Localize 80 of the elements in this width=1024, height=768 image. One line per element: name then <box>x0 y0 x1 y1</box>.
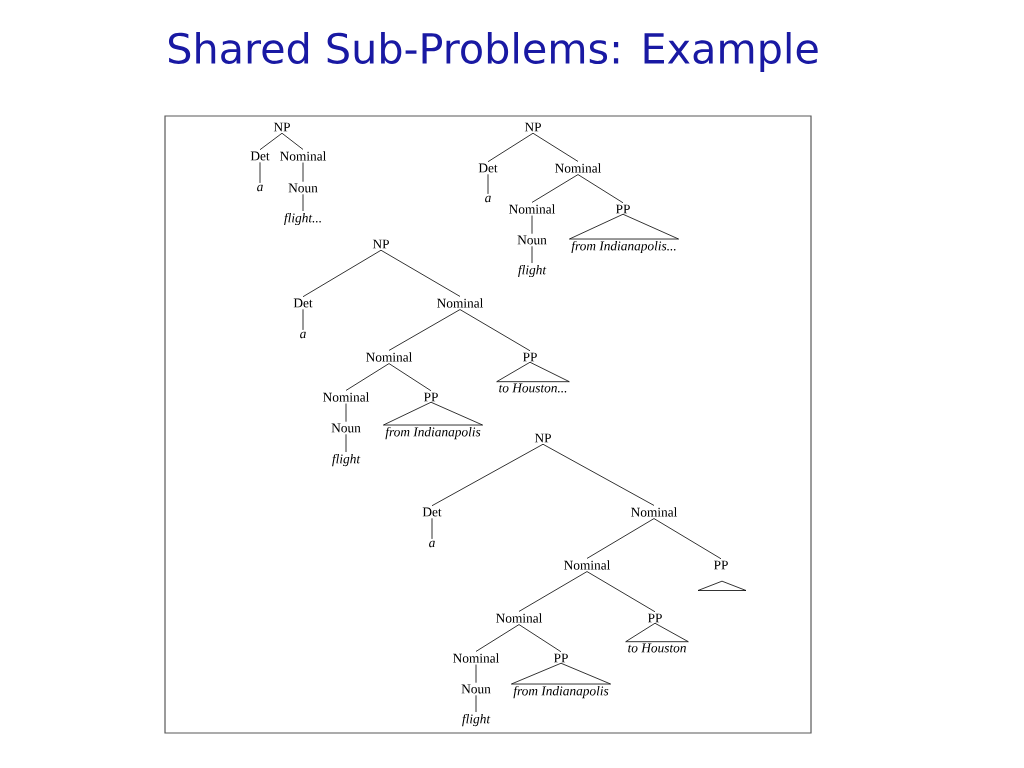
tree-branch <box>531 245 533 264</box>
category-label: PP <box>522 352 537 362</box>
category-label: Nominal <box>323 392 370 402</box>
category-label: Nominal <box>509 204 556 214</box>
tree-branch <box>532 132 579 162</box>
tree-branch <box>259 161 261 184</box>
word-label: to Houston... <box>499 383 567 393</box>
tree-branch <box>431 443 544 507</box>
category-label: Noun <box>331 423 361 433</box>
word-label: from Indianapolis <box>385 426 481 440</box>
tree-branch <box>302 308 304 331</box>
tree-branch <box>345 433 347 453</box>
word-label: flight <box>518 264 547 278</box>
category-label: NP <box>372 239 389 249</box>
tree-branch <box>302 162 304 183</box>
word-label: a <box>300 331 306 339</box>
tree-branch <box>259 132 283 151</box>
word-label: flight... <box>284 212 321 226</box>
phrase-triangle <box>511 662 611 685</box>
word-label: from Indianapolis <box>513 685 609 699</box>
category-label: PP <box>615 204 630 214</box>
tree-branch <box>531 215 533 235</box>
slide-title: Shared Sub-Problems: Example <box>168 32 818 72</box>
tree-branch <box>518 571 588 612</box>
tree-branch <box>388 309 461 351</box>
word-label: from Indianapolis... <box>571 240 676 254</box>
category-label: Det <box>250 151 270 161</box>
category-label: Noun <box>288 183 318 193</box>
word-label: flight <box>332 453 361 467</box>
category-label: NP <box>534 433 551 443</box>
phrase-triangle <box>383 401 483 426</box>
phrase-triangle <box>496 361 570 383</box>
category-label: Det <box>293 298 313 308</box>
word-label: a <box>485 195 491 203</box>
tree-branch <box>586 571 656 613</box>
phrase-triangle <box>697 580 747 591</box>
category-label: Det <box>478 163 498 173</box>
tree-branch <box>475 694 477 713</box>
category-label: NP <box>273 122 290 132</box>
tree-branch <box>531 174 579 203</box>
category-label: Nominal <box>366 352 413 362</box>
category-label: Nominal <box>631 507 678 517</box>
tree-branch <box>281 132 304 150</box>
tree-branch <box>459 309 531 352</box>
tree-branch <box>475 664 477 684</box>
category-label: Nominal <box>453 653 500 663</box>
phrase-triangle <box>625 622 689 643</box>
category-label: Noun <box>517 235 547 245</box>
tree-branch <box>388 363 432 392</box>
tree-branch <box>475 624 520 652</box>
category-label: Nominal <box>564 560 611 570</box>
tree-branch <box>345 403 347 423</box>
category-label: Nominal <box>555 163 602 173</box>
tree-branch <box>653 518 722 560</box>
tree-branch <box>487 173 489 195</box>
category-label: PP <box>423 392 438 402</box>
word-label: a <box>257 184 263 192</box>
category-label: PP <box>553 653 568 663</box>
tree-branch <box>302 193 304 212</box>
category-label: Nominal <box>280 151 327 161</box>
category-label: PP <box>713 560 728 570</box>
tree-branch <box>487 132 534 163</box>
word-label: flight <box>462 713 491 727</box>
tree-branch <box>542 443 655 506</box>
tree-branch <box>586 518 655 559</box>
category-label: NP <box>524 122 541 132</box>
category-label: Nominal <box>437 298 484 308</box>
tree-branch <box>380 249 461 297</box>
word-label: a <box>429 540 435 548</box>
phrase-triangle <box>569 213 679 240</box>
category-label: Nominal <box>496 613 543 623</box>
category-label: Det <box>422 507 442 517</box>
tree-branch <box>518 624 562 653</box>
tree-branch <box>345 363 390 391</box>
tree-branch <box>431 517 433 540</box>
category-label: PP <box>647 613 662 623</box>
tree-branch <box>302 249 382 298</box>
tree-branch <box>577 174 624 204</box>
category-label: Noun <box>461 684 491 694</box>
word-label: to Houston <box>628 643 686 653</box>
